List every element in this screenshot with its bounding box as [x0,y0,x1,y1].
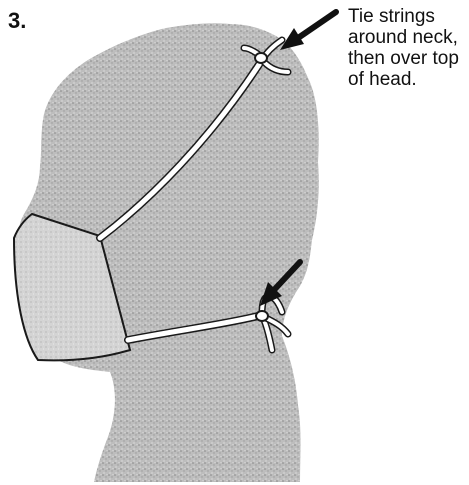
top-knot-arrow-icon [280,12,336,50]
